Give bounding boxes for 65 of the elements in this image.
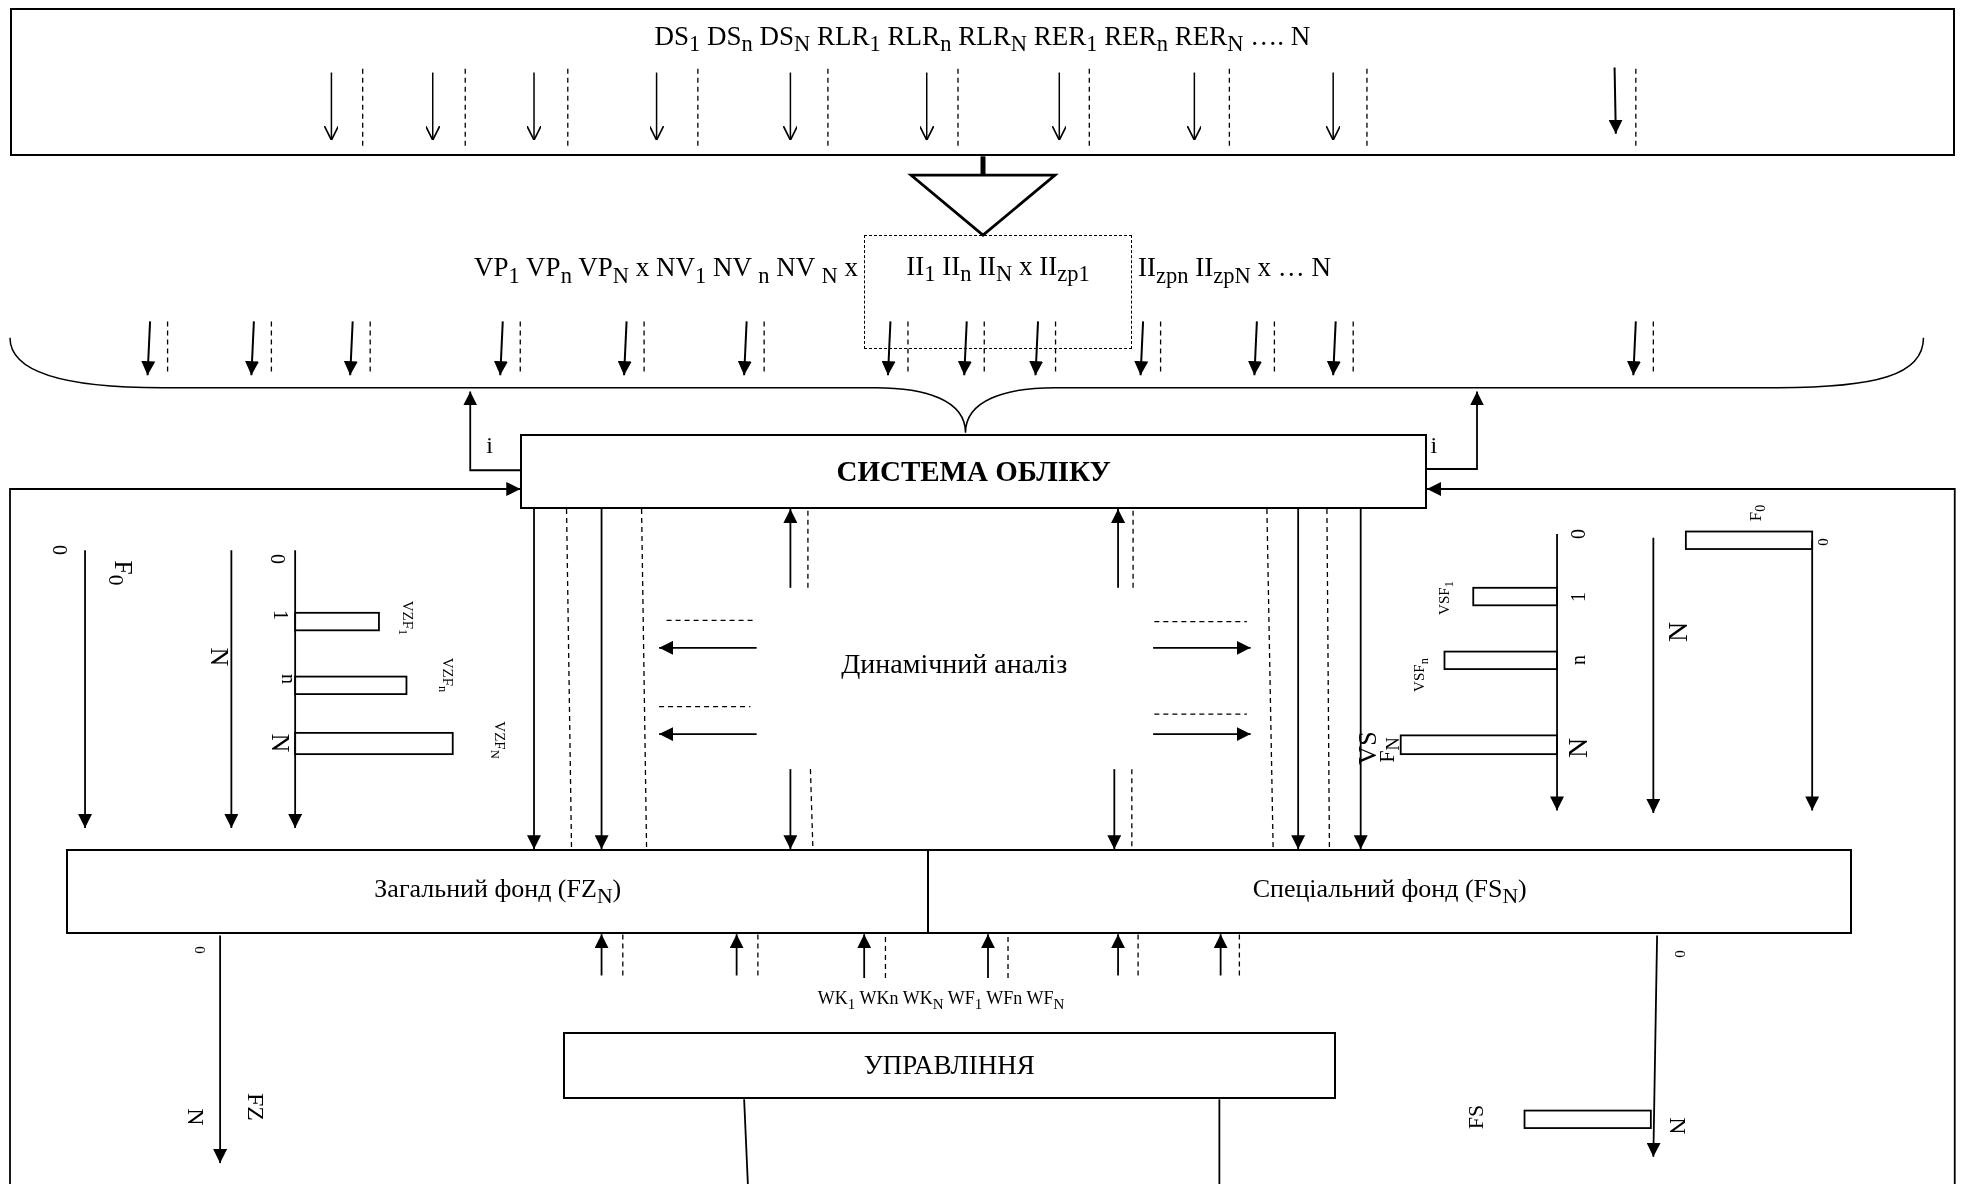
chart-label: 1 — [1567, 591, 1590, 602]
top-panel — [10, 7, 1955, 157]
arrow — [1291, 508, 1306, 851]
variables-text: VP$_{1}$ VP$_{n}$ VP$_{N}$ x NV$_{1}$ NV $_{n}$ NV $_{N}$ x — [474, 253, 858, 289]
box-label: DS$_{1}$ DS$_{n}$ DS$_{N}$ RLR$_{1}$ RLR$_{n}$ RLR$_{N}$ RER$_{1}$ RER$_{n}$ RER$_{N}$ …. N — [654, 21, 1311, 57]
arrow — [1353, 508, 1368, 851]
arrow — [981, 933, 995, 979]
analysis-text: Динамічний аналіз — [841, 648, 1068, 680]
chart-label: n — [277, 674, 300, 685]
chart-label: N — [1662, 621, 1694, 642]
dashed-connector — [1266, 508, 1274, 850]
chart-label: N — [183, 1108, 210, 1126]
block-arrow — [909, 156, 1057, 237]
dashed-connector — [1137, 933, 1139, 977]
chart-label: N — [1562, 737, 1594, 758]
indicators-text: WK$_{1}$ WKn WK$_{N}$ WF$_{1}$ WFn WF$_{N}$ — [806, 978, 1076, 1023]
arrow — [594, 933, 609, 977]
chart-label: N — [204, 647, 234, 666]
arrow — [1111, 933, 1126, 977]
chart-label: n — [1567, 655, 1590, 666]
connector-line — [743, 1098, 749, 1184]
box-label: Загальний фонд (FZ$_{N}$) — [374, 874, 622, 909]
chart-label: FZ — [243, 1092, 270, 1121]
chart-label: FS — [1463, 1104, 1488, 1130]
arrow — [729, 933, 744, 977]
arrow — [783, 768, 798, 851]
arrow — [1426, 482, 1956, 1184]
dashed-connector — [640, 508, 648, 850]
fund-box — [66, 849, 930, 935]
dashed-connector — [1132, 508, 1134, 589]
dashed-connector — [622, 933, 624, 977]
chart-label: 0 — [1815, 537, 1832, 546]
box-label: II$_{1}$ II$_{n}$ II$_{N}$ x II$_{zp1}$ — [906, 252, 1090, 288]
box-label: УПРАВЛІННЯ — [863, 1050, 1035, 1081]
arrow — [1107, 768, 1122, 851]
chart-label: 0 — [191, 946, 209, 955]
fund-box — [929, 849, 1853, 935]
arrow — [1111, 508, 1126, 589]
chart-label: 0 — [266, 554, 289, 565]
arrow — [783, 508, 798, 589]
arrow — [1426, 390, 1484, 470]
dashed-connector — [807, 508, 809, 589]
arrow — [1213, 933, 1228, 977]
management-box — [562, 1031, 1336, 1100]
arrow — [463, 390, 522, 472]
box-label: СИСТЕМА ОБЛІКУ — [836, 455, 1111, 488]
dashed-connector — [565, 508, 573, 850]
variables-text: II$_{zpn}$ II$_{zpN}$ x … N — [1138, 253, 1332, 289]
connector-line — [1218, 1098, 1221, 1184]
chart-label: N — [1665, 1116, 1692, 1135]
highlight-box — [864, 235, 1132, 349]
dashed-connector — [1238, 933, 1241, 977]
accounting-system-box — [520, 433, 1427, 509]
chart-label: N — [265, 733, 295, 753]
chart-label: 0 — [49, 545, 71, 556]
chart-label: 0 — [1671, 950, 1688, 958]
arrow — [9, 482, 522, 1184]
chart-label: 0 — [1567, 529, 1590, 539]
box-label: Спеціальний фонд (FS$_{N}$) — [1252, 874, 1527, 909]
arrow — [857, 933, 872, 979]
dashed-connector — [757, 933, 759, 977]
arrow — [527, 508, 541, 851]
arrow — [594, 508, 609, 851]
dashed-connector — [1326, 508, 1331, 850]
chart-label: 1 — [270, 610, 293, 621]
